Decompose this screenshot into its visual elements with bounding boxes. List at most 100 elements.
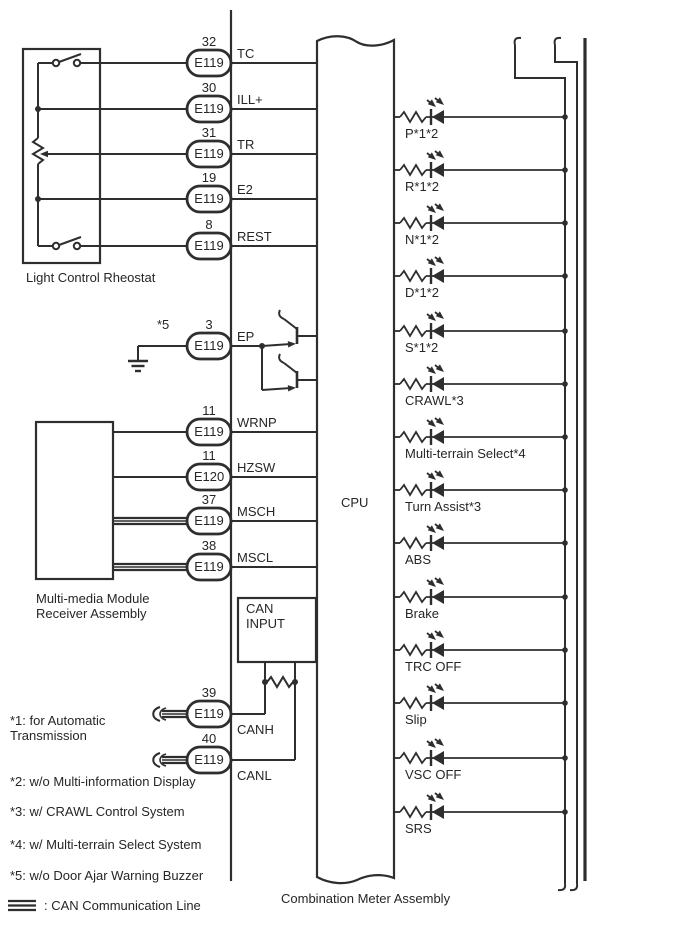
led-emission-arrowhead [435,311,444,319]
led-emission-arrowhead [427,419,436,427]
tr-wiper-arrow [40,150,48,158]
led-emission-arrowhead [427,205,436,213]
led-emission-arrowhead [435,150,444,158]
cable-break-curl [557,883,567,892]
led-diode [432,696,444,710]
led-emission-arrowhead [435,256,444,264]
connector-oval [185,94,233,124]
feed-bus [554,45,578,884]
connector-oval [185,699,233,729]
junction-dot [562,328,568,334]
connector-oval [185,231,233,261]
multimedia-module-box [34,420,115,581]
cable-break-curl [159,753,167,767]
transistor-emitter [261,343,292,347]
cable-break-curl [159,707,167,721]
led-diode [432,430,444,444]
indicator-resistor [399,696,427,710]
led-diode [432,163,444,177]
cable-break-curl [553,36,562,46]
led-emission-arrowhead [427,794,436,802]
cable-break-curl [152,706,161,722]
junction-dot [562,594,568,600]
cable-break-curl [152,752,161,768]
led-emission-arrowhead [435,738,444,746]
connector-oval [185,184,233,214]
led-emission-arrowhead [427,685,436,693]
connector-oval [185,139,233,169]
led-diode [432,536,444,550]
led-emission-arrowhead [435,203,444,211]
connector-oval [185,506,233,536]
cable-break-curl [569,883,579,892]
led-emission-arrowhead [435,630,444,638]
led-emission-arrowhead [427,472,436,480]
connector-oval [185,417,233,447]
led-emission-arrowhead [427,152,436,160]
junction-dot [562,220,568,226]
junction-dot [562,381,568,387]
indicator-resistor [399,269,427,283]
led-diode [432,590,444,604]
led-emission-arrowhead [427,632,436,640]
switch-contact [72,58,82,68]
led-emission-arrowhead [427,366,436,374]
transistor-collector [283,362,298,374]
junction-dot [562,167,568,173]
led-emission-arrowhead [435,683,444,691]
indicator-resistor [399,643,427,657]
led-emission-arrowhead [427,579,436,587]
led-diode [432,216,444,230]
led-diode [432,324,444,338]
indicator-feed-bus [514,45,566,884]
switch-blade [58,53,82,63]
rheostat-resistor [31,137,45,165]
switch-blade [58,236,82,246]
led-diode [432,377,444,391]
led-emission-arrowhead [435,97,444,105]
led-emission-arrowhead [427,313,436,321]
emitter-arrow [287,385,296,392]
collector-curl [278,353,285,364]
led-emission-arrowhead [435,577,444,585]
indicator-resistor [399,377,427,391]
junction-dot [562,114,568,120]
indicator-resistor [399,590,427,604]
indicator-resistor [399,751,427,765]
led-emission-arrowhead [427,740,436,748]
junction-dot [562,434,568,440]
can-input-box [236,596,318,664]
led-diode [432,751,444,765]
led-diode [432,269,444,283]
led-emission-arrowhead [427,258,436,266]
connector-oval [185,462,233,492]
indicator-resistor [399,163,427,177]
indicator-resistor [399,324,427,338]
junction-dot [562,487,568,493]
led-emission-arrowhead [427,99,436,107]
indicator-resistor [399,536,427,550]
switch-contact [51,241,61,251]
indicator-resistor [399,430,427,444]
connector-oval [185,745,233,775]
led-diode [432,110,444,124]
indicator-resistor [399,216,427,230]
connector-oval [185,331,233,361]
led-emission-arrowhead [435,470,444,478]
junction-dot [562,647,568,653]
switch-contact [72,241,82,251]
connector-oval [185,48,233,78]
can-terminating-resistor [266,675,294,689]
junction-dot [562,273,568,279]
transistor-collector [283,318,298,330]
junction-dot [562,755,568,761]
light-control-rheostat-box [21,47,102,265]
led-diode [432,643,444,657]
led-emission-arrowhead [435,792,444,800]
junction-dot [562,540,568,546]
collector-curl [278,309,285,320]
transistor-emitter [261,387,292,391]
led-emission-arrowhead [435,417,444,425]
